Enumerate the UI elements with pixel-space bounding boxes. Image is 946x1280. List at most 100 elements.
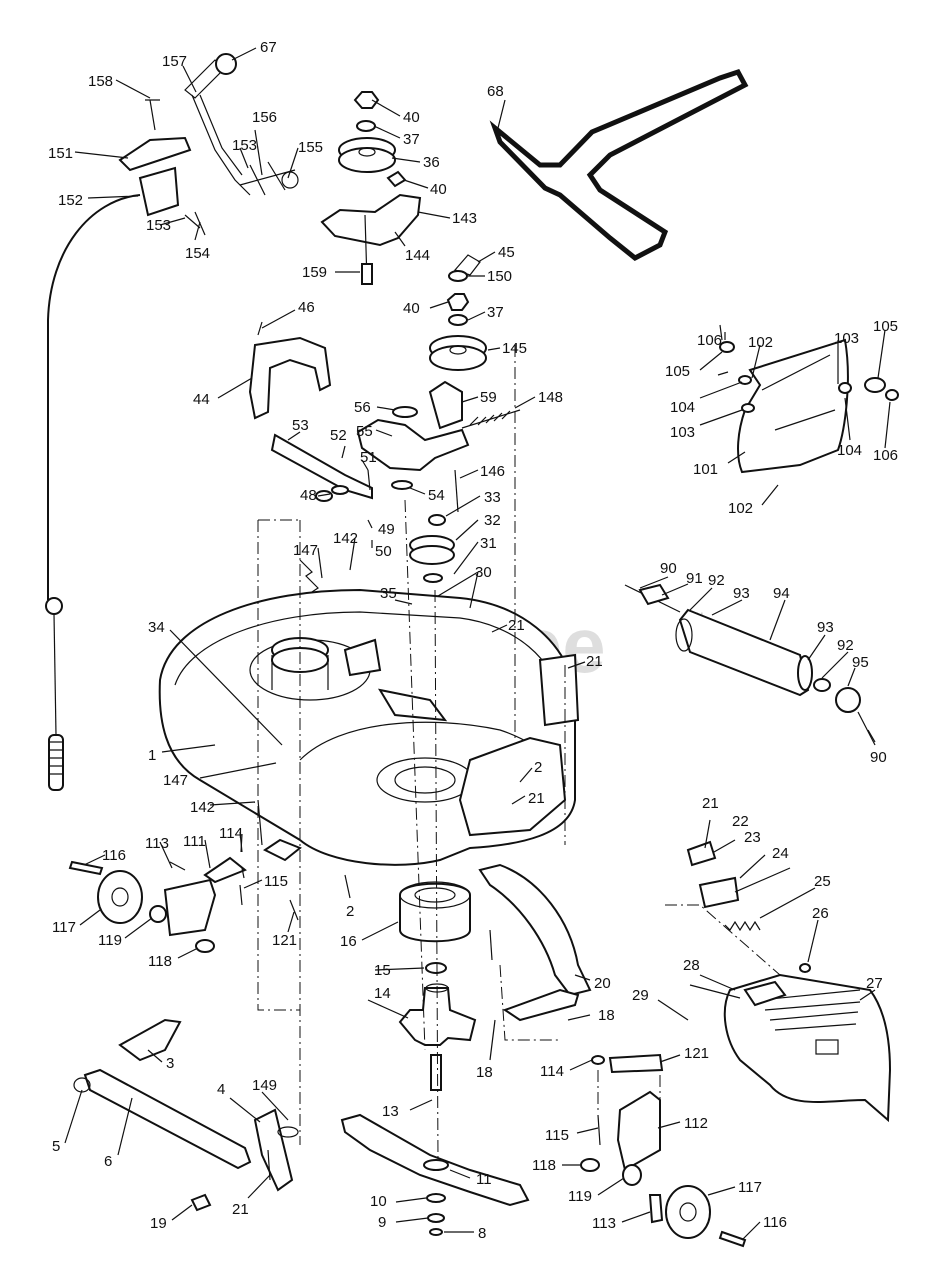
callout-label: 115: [545, 1127, 569, 1144]
lift-lever-assembly: [118, 53, 299, 236]
callout-label: 50: [375, 543, 392, 560]
callout-label: 18: [476, 1064, 493, 1081]
callout-label: 19: [150, 1215, 167, 1232]
callout-label: 27: [866, 975, 883, 992]
callout-label: 36: [423, 154, 440, 171]
callout-label: 32: [484, 512, 501, 529]
callout-label: 9: [378, 1214, 386, 1231]
discharge-chute: [686, 840, 892, 1123]
callout-label: 53: [292, 417, 309, 434]
callout-label: 112: [684, 1115, 708, 1132]
callout-label: 106: [697, 332, 722, 349]
gauge-wheel-right: [580, 1053, 747, 1248]
callout-labels: 67 157 15 8 156 153 155 151 152 153 154 4…: [48, 39, 898, 1242]
callout-label: 31: [480, 535, 497, 552]
callout-label: 152: [58, 192, 83, 209]
callout-label: 29: [632, 987, 649, 1004]
callout-label: 2: [534, 759, 542, 776]
callout-label: 95: [852, 654, 869, 671]
callout-label: 21: [508, 617, 525, 634]
callout-label: 156: [252, 109, 277, 126]
spindle-assembly: [340, 881, 530, 1236]
callout-label: 4: [217, 1081, 225, 1098]
leader-lines: [64, 47, 891, 1241]
callout-label: 68: [487, 83, 504, 100]
callout-label: 149: [252, 1077, 277, 1094]
callout-label: 21: [702, 795, 719, 812]
callout-label: 155: [298, 139, 323, 156]
callout-label: 147: [163, 772, 188, 789]
callout-label: 146: [480, 463, 505, 480]
callout-label: 116: [102, 847, 126, 864]
callout-label: 14: [374, 985, 391, 1002]
callout-label: 40: [430, 181, 447, 198]
callout-label: 6: [104, 1153, 112, 1170]
callout-label: 13: [382, 1103, 399, 1120]
callout-label: 115: [264, 873, 288, 890]
callout-label: 22: [732, 813, 749, 830]
callout-label: 117: [52, 919, 76, 936]
callout-label: 154: [185, 245, 210, 262]
callout-label: 67: [260, 39, 277, 56]
callout-label: 114: [540, 1063, 564, 1080]
callout-label: 151: [48, 145, 73, 162]
callout-label: 46: [298, 299, 315, 316]
callout-label: 113: [145, 835, 169, 852]
callout-label: 116: [763, 1214, 787, 1231]
callout-label: 90: [870, 749, 887, 766]
idler-bracket: [270, 380, 521, 583]
callout-label: 51: [360, 449, 377, 466]
callout-label: 153: [146, 217, 171, 234]
callout-label: 25: [814, 873, 831, 890]
callout-label: 106: [873, 447, 898, 464]
callout-label: 21: [232, 1201, 249, 1218]
callout-label: 147: [293, 542, 318, 559]
callout-label: 49: [378, 521, 395, 538]
lift-cable: [45, 194, 141, 791]
callout-label: 8: [478, 1225, 486, 1242]
callout-label: 59: [480, 389, 497, 406]
callout-label: 28: [683, 957, 700, 974]
callout-label: 144: [405, 247, 430, 264]
callout-label: 103: [834, 330, 859, 347]
callout-label: 121: [272, 932, 297, 949]
callout-label: 153: [232, 137, 257, 154]
center-pulley-stack: [429, 254, 487, 371]
callout-label: 55: [356, 423, 373, 440]
callout-label: 52: [330, 427, 347, 444]
callout-label: 145: [502, 340, 527, 357]
deck-baffle: [717, 324, 899, 474]
callout-label: 20: [594, 975, 611, 992]
callout-label: 34: [148, 619, 165, 636]
callout-label: 157: [162, 53, 187, 70]
callout-label: 118: [148, 953, 172, 970]
callout-label: 104: [837, 442, 862, 459]
callout-label: 26: [812, 905, 829, 922]
callout-label: 40: [403, 109, 420, 126]
callout-label: 21: [586, 653, 603, 670]
callout-label: 102: [748, 334, 773, 351]
callout-label: 45: [498, 244, 515, 261]
callout-label: 142: [333, 530, 358, 547]
callout-label: 44: [193, 391, 210, 408]
callout-label: 54: [428, 487, 445, 504]
front-hanger: [478, 863, 592, 1022]
anti-scalp-roller: [624, 583, 876, 746]
callout-label: 150: [487, 268, 512, 285]
callout-label: 15: [374, 962, 391, 979]
callout-label: 33: [484, 489, 501, 506]
belt-guide: [248, 321, 332, 420]
callout-label: 111: [183, 833, 206, 850]
callout-label: 35: [380, 585, 397, 602]
callout-label: 16: [340, 933, 357, 950]
callout-label: 21: [528, 790, 545, 807]
gauge-wheel-left: [68, 799, 302, 953]
callout-label: 93: [733, 585, 750, 602]
callout-label: 30: [475, 564, 492, 581]
callout-label: 91: [686, 570, 703, 587]
callout-label: 105: [873, 318, 898, 335]
assembly-lines: [257, 345, 781, 1161]
callout-label: 101: [693, 461, 718, 478]
callout-label: 24: [772, 845, 789, 862]
